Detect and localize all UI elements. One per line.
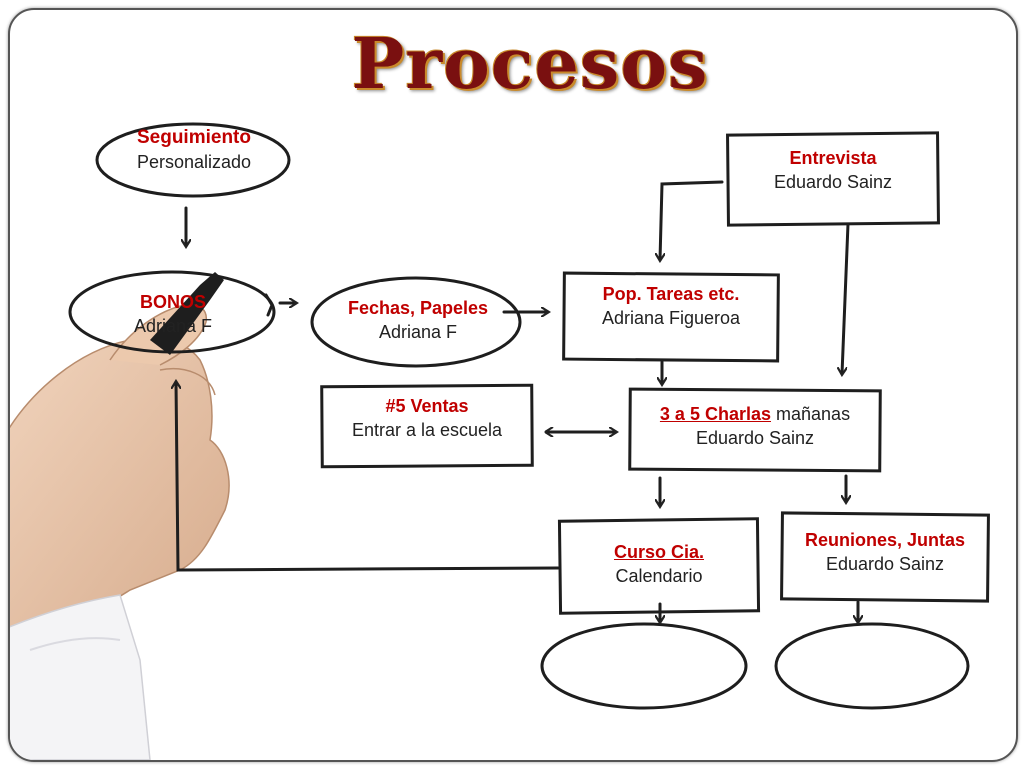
reuniones-label: Reuniones, Juntas Eduardo Sainz [782,528,988,576]
slide-frame: Procesos Seguimiento Personalizado BONOS… [8,8,1018,762]
fechas-subtitle: Adriana F [378,322,458,342]
pop-title: Pop. Tareas etc. [602,284,740,304]
empty-ellipse-right [774,622,970,710]
entrevista-title: Entrevista [789,148,877,168]
empty-ellipse-left [540,622,748,710]
reuniones-title: Reuniones, Juntas [804,530,966,550]
seguimiento-label: Seguimiento Personalizado [108,126,280,174]
arrow-curso-bonos [176,382,560,572]
fechas-ellipse [310,276,522,368]
curso-label: Curso Cia. Calendario [560,540,758,588]
reuniones-subtitle: Eduardo Sainz [825,554,945,574]
seguimiento-ellipse [95,122,291,198]
pop-label: Pop. Tareas etc. Adriana Figueroa [564,282,778,330]
pop-subtitle: Adriana Figueroa [601,308,741,328]
fechas-title: Fechas, Papeles [347,298,489,318]
reuniones-box [780,511,990,603]
bonos-ellipse [68,270,276,354]
entrevista-box [726,131,940,227]
arrow-entrevista-charlas [842,222,850,374]
ventas-box [320,383,534,469]
bonos-label: BONOS Adriana F [108,290,238,338]
bonos-title: BONOS [139,292,206,312]
charlas-label: 3 a 5 Charlas mañanas Eduardo Sainz [630,402,880,450]
arrow-bonos-fechas [264,293,296,317]
page-title: Procesos [351,22,709,105]
fechas-label: Fechas, Papeles Adriana F [328,296,508,344]
charlas-title: 3 a 5 Charlas [659,404,771,424]
ventas-label: #5 Ventas Entrar a la escuela [322,394,532,442]
ventas-title: #5 Ventas [385,396,469,416]
pop-box [562,271,780,363]
charlas-subtitle: Eduardo Sainz [695,428,815,448]
curso-subtitle: Calendario [615,566,703,586]
bonos-subtitle: Adriana F [133,316,213,336]
charlas-box [628,387,882,473]
curso-title: Curso Cia. [613,542,705,562]
arrow-entrevista-pop [660,180,724,260]
seguimiento-subtitle: Personalizado [136,152,252,172]
ventas-subtitle: Entrar a la escuela [351,420,503,440]
hand-illustration [10,272,230,760]
seguimiento-title: Seguimiento [136,127,251,148]
entrevista-subtitle: Eduardo Sainz [773,172,893,192]
charlas-title-suffix: mañanas [776,404,851,424]
flowchart-canvas [10,122,990,760]
entrevista-label: Entrevista Eduardo Sainz [728,146,938,194]
